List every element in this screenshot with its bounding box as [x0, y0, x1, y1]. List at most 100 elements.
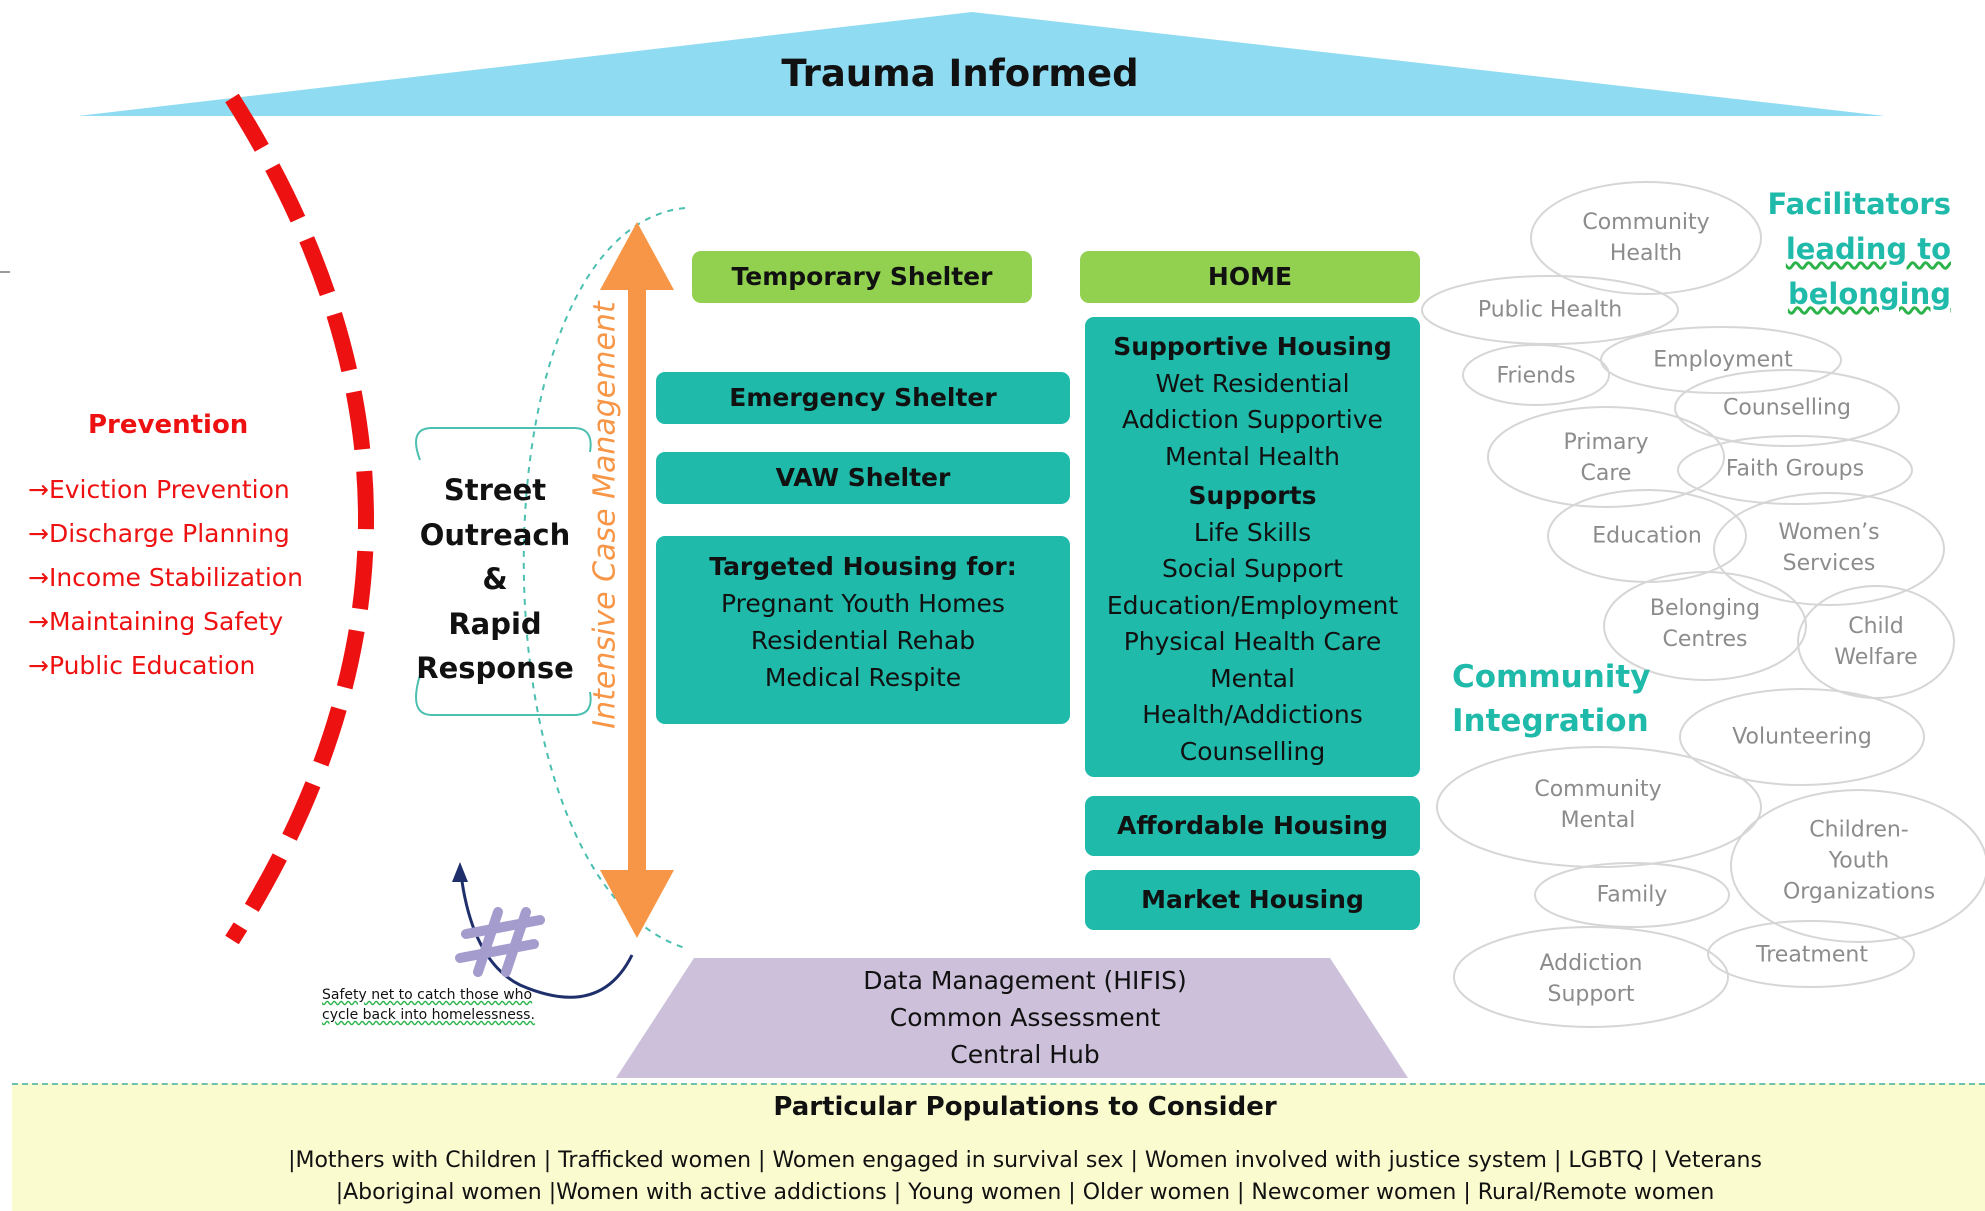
circle-line: Children-	[1809, 817, 1909, 843]
street-bracket-bottom	[415, 674, 592, 716]
safety-net-note: Safety net to catch those who cycle back…	[322, 985, 562, 1025]
facilitators-line: belonging	[1787, 277, 1951, 311]
circle-line: Employment	[1653, 347, 1793, 373]
emergency-shelter-label: Emergency Shelter	[729, 383, 997, 412]
supports-item: Physical Health Care	[1123, 627, 1382, 656]
home-box: HOME	[1080, 251, 1420, 303]
circle-line: Women’s	[1778, 520, 1880, 545]
hashtag-icon	[455, 907, 545, 977]
supports-item: Counselling	[1179, 736, 1326, 766]
circle-family: Family	[1597, 880, 1668, 911]
circle-children-youth-organizations: Children- Youth Organizations	[1783, 815, 1935, 908]
circle-belonging-centres: Belonging Centres	[1650, 593, 1760, 655]
circle-addiction-support: Addiction Support	[1540, 948, 1643, 1010]
circle-treatment: Treatment	[1756, 940, 1868, 971]
targeted-housing-item: Medical Respite	[764, 663, 962, 692]
supports-item: Health/Addictions	[1142, 700, 1363, 729]
supportive-housing-box: Supportive Housing Wet Residential Addic…	[1085, 317, 1420, 777]
circle-line: Mental	[1560, 808, 1636, 833]
targeted-housing-title: Targeted Housing for:	[709, 552, 1017, 581]
roof-triangle	[78, 12, 1885, 116]
supports-item: Life Skills	[1193, 517, 1312, 547]
prevention-item: →Discharge Planning	[28, 519, 290, 548]
affordable-housing-box: Affordable Housing	[1085, 796, 1420, 856]
circle-line: Centres	[1662, 627, 1748, 652]
prevention-item: →Eviction Prevention	[28, 475, 290, 504]
circle-line: Treatment	[1756, 942, 1868, 968]
circle-child-welfare: Child Welfare	[1834, 611, 1917, 673]
supportive-housing-item: Mental Health	[1165, 441, 1340, 471]
temporary-shelter-box: Temporary Shelter	[692, 251, 1032, 303]
circle-line: Child	[1848, 614, 1904, 639]
circle-line: Health	[1609, 241, 1683, 266]
market-housing-label: Market Housing	[1141, 885, 1364, 914]
street-outreach-line: Outreach	[419, 517, 571, 552]
populations-band	[12, 1083, 1985, 1211]
community-integration-line: Integration	[1452, 703, 1649, 739]
safety-net-curve	[458, 865, 634, 999]
supports-item: Social Support	[1162, 554, 1343, 583]
supportive-housing-item: Addiction Supportive	[1122, 405, 1383, 434]
prevention-item: →Income Stabilization	[28, 563, 303, 592]
circle-community-health: Community Health	[1582, 207, 1709, 269]
circle-line: Support	[1547, 982, 1635, 1007]
community-integration-line: Community	[1452, 659, 1651, 695]
circle-friends: Friends	[1496, 361, 1575, 392]
vaw-shelter-box: VAW Shelter	[656, 452, 1070, 504]
supports-item: Mental	[1210, 663, 1295, 693]
home-label: HOME	[1207, 262, 1293, 291]
circle-volunteering: Volunteering	[1732, 722, 1872, 753]
supportive-housing-item: Wet Residential	[1155, 368, 1350, 398]
populations-title: Particular Populations to Consider	[773, 1092, 1277, 1122]
prevention-item: →Public Education	[28, 651, 256, 680]
circle-faith-groups: Faith Groups	[1726, 454, 1864, 485]
temporary-shelter-label: Temporary Shelter	[731, 262, 993, 291]
circle-line: Community	[1582, 210, 1710, 235]
facilitators-line: leading to	[1785, 232, 1951, 266]
emergency-shelter-box: Emergency Shelter	[656, 372, 1070, 424]
prevention-arc	[225, 93, 374, 945]
circle-line: Volunteering	[1732, 724, 1872, 750]
foundation-line: Central Hub	[950, 1040, 1100, 1069]
street-outreach-line: Street	[443, 473, 547, 507]
circle-line: Counselling	[1723, 395, 1851, 421]
case-management-label: Intensive Case Management	[587, 301, 623, 729]
street-outreach-line: Rapid	[448, 606, 542, 641]
case-management-arrow	[600, 222, 674, 938]
foundation-line: Common Assessment	[889, 1003, 1161, 1032]
vaw-shelter-label: VAW Shelter	[775, 463, 951, 492]
circle-line: Public Health	[1477, 297, 1623, 323]
prevention-title: Prevention	[88, 410, 249, 440]
populations-line-1: |Mothers with Children | Trafficked wome…	[288, 1148, 1762, 1173]
circle-line: Family	[1596, 882, 1668, 908]
circle-line: Faith Groups	[1725, 456, 1865, 482]
community-integration-heading: Community Integration	[1452, 655, 1650, 743]
circle-counselling: Counselling	[1723, 393, 1851, 424]
circle-line: Services	[1782, 551, 1876, 576]
targeted-housing-box: Targeted Housing for: Pregnant Youth Hom…	[656, 536, 1070, 724]
prevention-item: →Maintaining Safety	[28, 607, 284, 636]
foundation-trapezoid	[616, 958, 1408, 1078]
supportive-housing-title: Supportive Housing	[1113, 332, 1392, 361]
safety-net-arrowhead	[452, 862, 468, 882]
circle-line: Community	[1534, 777, 1662, 802]
affordable-housing-label: Affordable Housing	[1116, 811, 1389, 840]
circle-line: Primary	[1563, 430, 1649, 455]
street-bracket-top	[415, 427, 592, 461]
circle-line: Friends	[1496, 363, 1576, 389]
market-housing-box: Market Housing	[1085, 870, 1420, 930]
circle-line: Youth	[1828, 848, 1890, 874]
circle-primary-care: Primary Care	[1563, 427, 1648, 489]
facilitators-heading: Facilitators leading to belonging	[1768, 182, 1951, 317]
circle-line: Belonging	[1649, 596, 1761, 621]
street-outreach-line: Response	[416, 651, 574, 685]
circle-community-mental: Community Mental	[1534, 774, 1661, 836]
circle-line: Welfare	[1834, 645, 1918, 670]
circle-employment: Employment	[1653, 345, 1792, 376]
circle-line: Organizations	[1782, 879, 1936, 905]
facilitators-line: Facilitators	[1767, 187, 1951, 221]
circle-line: Education	[1592, 523, 1702, 549]
circle-education: Education	[1592, 521, 1702, 552]
safety-net-line: Safety net to catch those who	[322, 987, 533, 1003]
safety-net-line: cycle back into homelessness.	[322, 1007, 535, 1023]
